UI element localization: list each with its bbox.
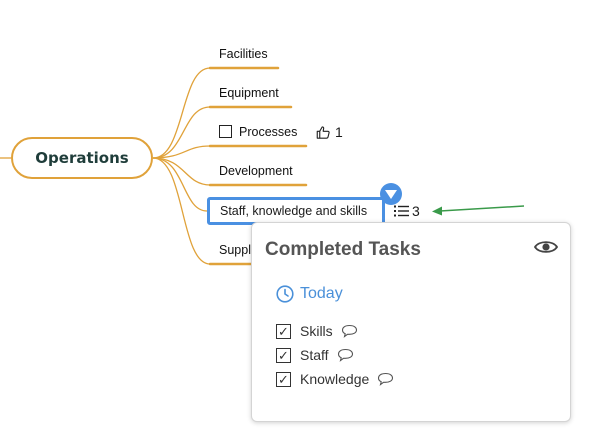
clock-icon (276, 285, 294, 303)
chevron-down-icon (385, 189, 397, 199)
list-item: ✓ Staff (276, 343, 394, 367)
list-item: ✓ Skills (276, 319, 394, 343)
collapse-button[interactable] (380, 183, 402, 205)
task-count: 3 (412, 203, 420, 219)
task-label: Skills (300, 323, 333, 339)
checked-checkbox-icon[interactable]: ✓ (276, 347, 291, 363)
today-section-header: Today (276, 285, 343, 303)
comment-icon[interactable] (337, 348, 354, 362)
completed-tasks-popup: Completed Tasks Today ✓ Skills ✓ Staff ✓ (251, 222, 571, 422)
task-list: ✓ Skills ✓ Staff ✓ Knowledge (276, 319, 394, 391)
like-count: 1 (335, 124, 343, 140)
task-count-badge[interactable]: 3 (394, 203, 420, 219)
branch-node-equipment[interactable]: Equipment (219, 86, 279, 100)
branch-node-development[interactable]: Development (219, 164, 293, 178)
comment-icon[interactable] (341, 324, 358, 338)
branch-node-label: Staff, knowledge and skills (220, 204, 368, 218)
root-node-operations[interactable]: Operations (11, 137, 153, 179)
arrow-icon (432, 205, 525, 216)
today-label: Today (300, 285, 343, 302)
list-item: ✓ Knowledge (276, 367, 394, 391)
thumbs-up-icon (316, 125, 330, 139)
checked-checkbox-icon[interactable]: ✓ (276, 371, 291, 387)
checkbox-icon[interactable] (219, 125, 232, 138)
task-label: Knowledge (300, 371, 370, 387)
eye-icon[interactable] (534, 239, 558, 255)
checked-checkbox-icon[interactable]: ✓ (276, 323, 291, 339)
like-badge[interactable]: 1 (316, 124, 343, 140)
task-label: Staff (300, 347, 329, 363)
root-node-label: Operations (35, 149, 129, 167)
branch-node-processes[interactable]: Processes (239, 125, 298, 139)
branch-node-staff-selected[interactable]: Staff, knowledge and skills (207, 197, 385, 225)
task-list-icon (394, 205, 409, 217)
branch-node-suppl[interactable]: Suppl (219, 243, 251, 257)
branch-node-facilities[interactable]: Facilities (219, 47, 268, 61)
comment-icon[interactable] (377, 372, 394, 386)
popup-title: Completed Tasks (265, 239, 421, 260)
